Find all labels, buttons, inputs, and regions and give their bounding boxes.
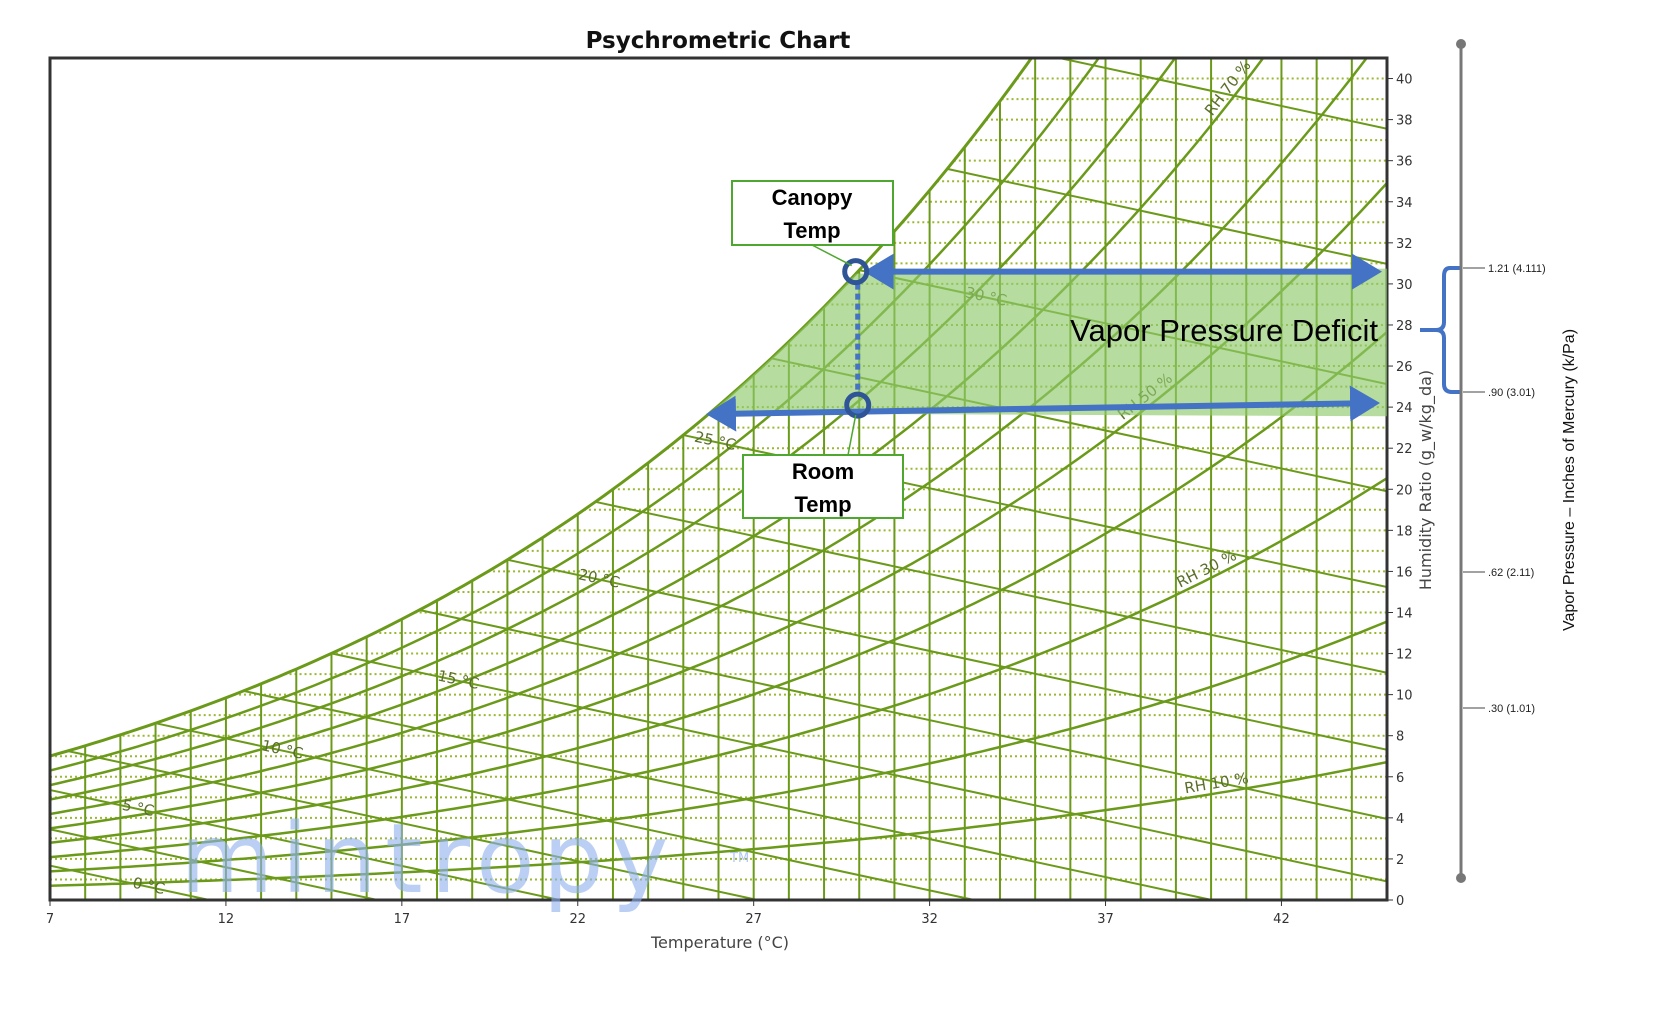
y-tick-label: 24 <box>1396 401 1413 416</box>
wet-bulb-line <box>50 788 560 900</box>
vapor-pressure-scale: 1.21 (4.111) .90 (3.01) .62 (2.11) .30 (1.0… <box>1456 39 1578 883</box>
canopy-temp-label-line2: Temp <box>783 218 840 243</box>
x-axis-label: Temperature (°C) <box>650 933 789 952</box>
rh-curve-90 <box>50 58 1101 772</box>
y-tick-label: 16 <box>1396 565 1413 580</box>
y-tick-label: 2 <box>1396 853 1404 868</box>
x-tick-label: 27 <box>745 912 762 927</box>
wet-bulb-line <box>419 608 1387 820</box>
y-tick-label: 36 <box>1396 155 1413 170</box>
x-tick-label: 7 <box>46 912 54 927</box>
canopy-temp-label-line1: Canopy <box>772 185 853 210</box>
y-tick-label: 30 <box>1396 278 1413 293</box>
wet-bulb-label: 20 °C <box>577 565 622 591</box>
x-tick-label: 17 <box>394 912 411 927</box>
room-vp-arrow <box>706 385 1380 432</box>
wet-bulb-label: 25 °C <box>693 428 738 454</box>
vp-tick-label: 1.21 (4.111) <box>1488 263 1546 275</box>
x-tick-label: 37 <box>1097 912 1114 927</box>
rh-curve-70 <box>50 58 1265 801</box>
y-tick-label: 28 <box>1396 319 1413 334</box>
vp-tick-label: .90 (3.01) <box>1488 387 1535 399</box>
y-tick-label: 4 <box>1396 812 1404 827</box>
vp-tick-label: .62 (2.11) <box>1488 567 1534 579</box>
x-tick-label: 22 <box>569 912 586 927</box>
wet-bulb-line <box>946 167 1387 265</box>
wet-bulb-line <box>155 722 975 900</box>
y-tick-label: 14 <box>1396 606 1413 621</box>
y-axis-label: Humidity Ratio (g_w/kg_da) <box>1416 370 1436 590</box>
rh-curve-80 <box>50 58 1177 787</box>
y-tick-label: 32 <box>1396 237 1413 252</box>
wet-bulb-line <box>50 828 378 900</box>
vp-scale-title: Vapor Pressure – Inches of Mercury (k/Pa… <box>1561 329 1578 631</box>
y-tick-label: 22 <box>1396 442 1413 457</box>
watermark-tm: TM <box>729 851 749 866</box>
canopy-temp-box <box>731 180 894 246</box>
vpd-bracket <box>1420 266 1462 394</box>
wet-bulb-line <box>67 749 758 900</box>
y-tick-label: 12 <box>1396 648 1413 663</box>
room-temp-box <box>742 454 904 519</box>
y-tick-label: 34 <box>1396 196 1413 211</box>
room-temp-label-line2: Temp <box>794 492 851 517</box>
y-tick-label: 10 <box>1396 689 1413 704</box>
room-temp-label-line1: Room <box>792 459 854 484</box>
canopy-leader-line <box>811 244 853 267</box>
vp-scale-bottom-cap <box>1456 873 1466 883</box>
plot-area: RH 10 %RH 30 %RH 50 %RH 70 %0 °C5 °C10 °… <box>50 58 1387 900</box>
y-tick-label: 6 <box>1396 771 1404 786</box>
vp-tick-label: .30 (1.01) <box>1488 703 1535 715</box>
wet-bulb-label: 10 °C <box>260 736 305 762</box>
x-axis-ticks: 7 12 17 22 27 32 37 42 <box>46 900 1290 927</box>
y-tick-label: 0 <box>1396 894 1404 909</box>
x-tick-label: 42 <box>1273 912 1290 927</box>
y-tick-label: 20 <box>1396 483 1413 498</box>
watermark-logo: mintropy <box>180 803 677 915</box>
canopy-temp-marker <box>842 258 870 286</box>
plot-frame <box>48 56 1389 902</box>
wet-bulb-label: 0 °C <box>131 874 166 898</box>
room-leader-line <box>847 414 857 456</box>
room-temp-marker <box>844 391 872 419</box>
rh-curve-10 <box>50 760 1387 887</box>
x-tick-label: 32 <box>921 912 938 927</box>
vpd-fill-region <box>702 268 1387 417</box>
vp-scale-top-cap <box>1456 39 1466 49</box>
wet-bulb-line <box>50 864 210 900</box>
y-tick-label: 26 <box>1396 360 1413 375</box>
y-tick-label: 38 <box>1396 114 1413 129</box>
chart-title: Psychrometric Chart <box>586 28 851 54</box>
y-tick-label: 40 <box>1396 73 1413 88</box>
wet-bulb-line <box>507 558 1387 751</box>
rh-curve-20 <box>50 620 1387 873</box>
y-tick-label: 18 <box>1396 524 1413 539</box>
y-tick-label: 8 <box>1396 730 1404 745</box>
vpd-label: Vapor Pressure Deficit <box>1070 313 1378 348</box>
rh-curve-30 <box>50 477 1387 859</box>
wet-bulb-line <box>243 689 1212 900</box>
rh-curve-40 <box>50 331 1387 845</box>
wet-bulb-line <box>595 500 1387 674</box>
wet-bulb-line <box>50 898 54 900</box>
wet-bulb-line <box>331 652 1387 883</box>
x-tick-label: 12 <box>218 912 235 927</box>
